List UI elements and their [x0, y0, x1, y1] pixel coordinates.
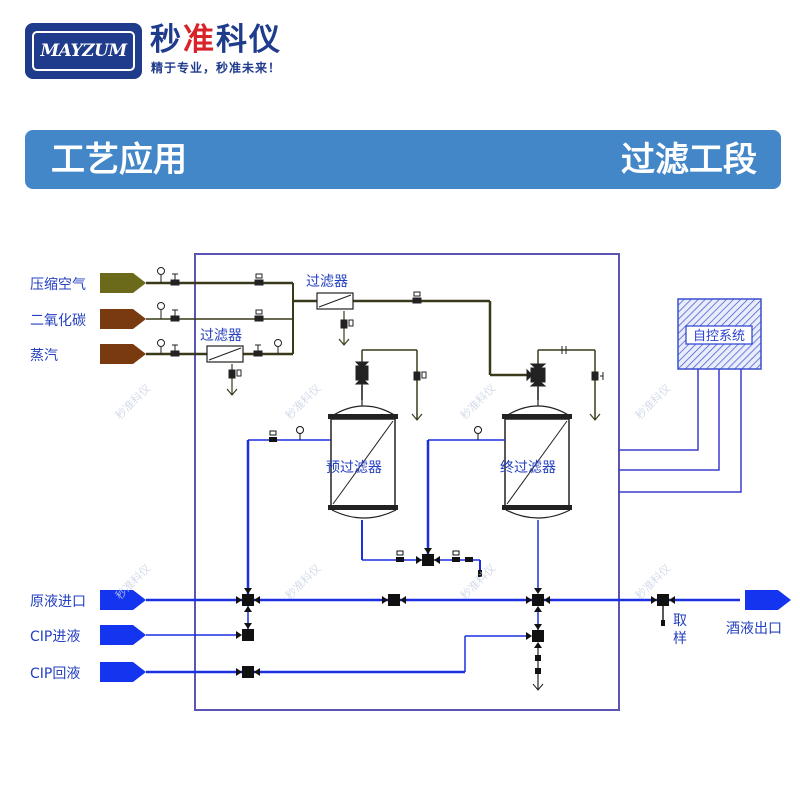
brand-char: 秒 — [150, 22, 183, 58]
tank-label: 预过滤器 — [326, 460, 382, 476]
liquid-valves — [236, 426, 675, 691]
sampling-label: 样 — [673, 631, 687, 647]
control-wiring — [619, 369, 742, 493]
gas-inlet-label: 蒸汽 — [30, 348, 58, 364]
company-logo: MAYZUM — [25, 23, 142, 79]
banner-left-title: 工艺应用 — [51, 140, 187, 180]
drain-arrows — [226, 338, 601, 421]
brand-slogan: 精于专业，秒准未来！ — [151, 61, 282, 75]
tank-label: 终过滤器 — [500, 460, 556, 476]
watermark: 秒准科仪 — [457, 561, 498, 602]
brand-accent-char: 准 — [183, 22, 216, 58]
liquid-inlet-cip-in: CIP进液 — [30, 625, 146, 645]
gas-inlet-compressed-air: 压缩空气 — [30, 273, 146, 293]
liquid-inlet-label: CIP回液 — [30, 666, 80, 682]
watermark: 秒准科仪 — [282, 381, 323, 422]
watermark: 秒准科仪 — [632, 381, 673, 422]
air-filter-1: 过滤器 — [306, 274, 354, 310]
liquid-outlet: 酒液出口 — [726, 590, 791, 637]
control-system: 自控系统 — [677, 298, 762, 370]
liquid-inlet-cip-return: CIP回液 — [30, 662, 146, 682]
outlet-label: 酒液出口 — [726, 621, 782, 637]
watermark: 秒准科仪 — [282, 561, 323, 602]
control-system-label: 自控系统 — [693, 329, 745, 344]
equipment-frame — [194, 253, 620, 711]
gas-inlet-label: 压缩空气 — [30, 277, 86, 293]
brand-chars: 科仪 — [216, 22, 282, 58]
gas-valves — [157, 267, 604, 387]
watermark: 秒准科仪 — [457, 381, 498, 422]
steam-filter: 过滤器 — [200, 328, 244, 363]
gas-inlet-steam: 蒸汽 — [30, 344, 146, 364]
filter-label: 过滤器 — [200, 328, 242, 344]
liquid-inlet-raw: 原液进口 — [30, 590, 146, 610]
brand-name: 秒准科仪 — [150, 22, 282, 58]
logo-text: MAYZUM — [40, 41, 127, 61]
gas-inlet-co2: 二氧化碳 — [30, 309, 146, 329]
banner-right-title: 过滤工段 — [621, 140, 757, 180]
gas-inlet-label: 二氧化碳 — [30, 313, 86, 329]
final-filter-tank: 终过滤器 — [500, 387, 572, 519]
liquid-inlet-label: 原液进口 — [30, 594, 86, 610]
filter-label: 过滤器 — [306, 274, 348, 290]
pre-filter-tank: 预过滤器 — [326, 385, 398, 519]
section-banner: 工艺应用 过滤工段 — [25, 130, 781, 189]
watermark: 秒准科仪 — [112, 381, 153, 422]
sampling-label: 取 — [673, 613, 687, 629]
liquid-piping — [146, 439, 740, 690]
liquid-inlet-label: CIP进液 — [30, 629, 80, 645]
